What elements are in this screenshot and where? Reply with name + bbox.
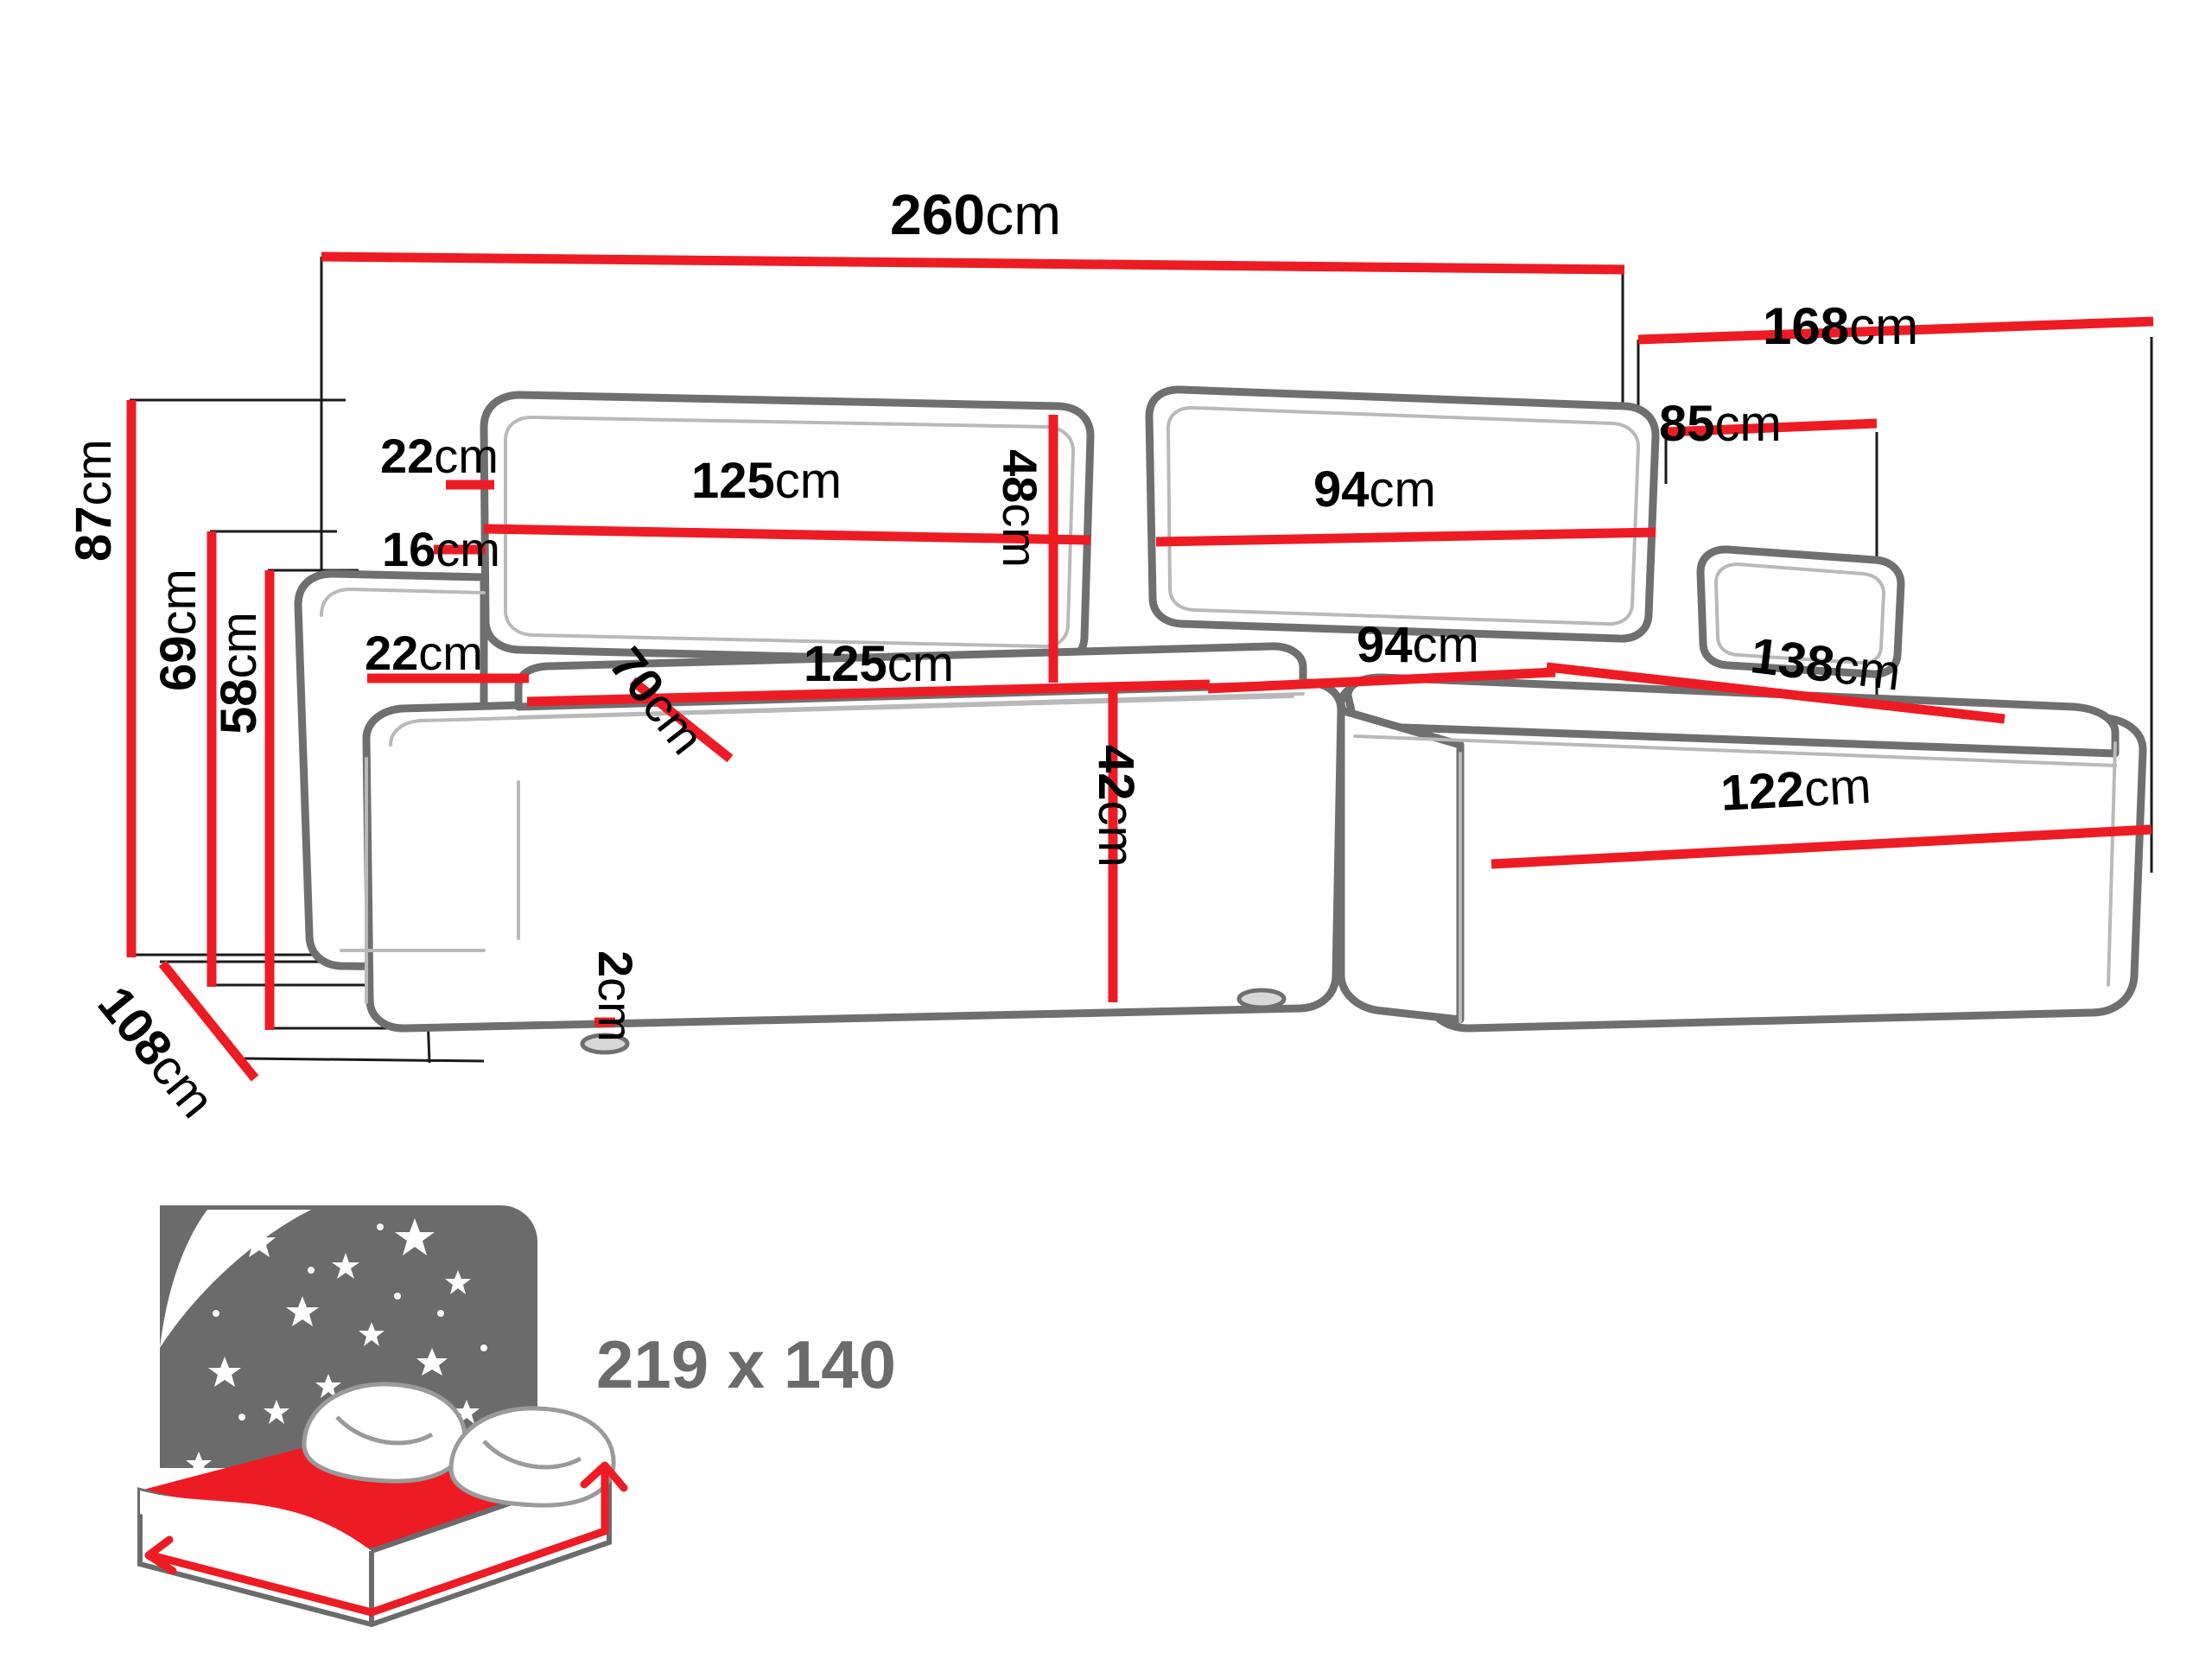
- dimline-125-back: [483, 524, 1091, 545]
- label-total-height: 87cm: [66, 439, 122, 562]
- dimline-138: [1546, 662, 2005, 724]
- label-corner-backrest-width: 94cm: [1313, 461, 1436, 518]
- label-overall-depth: 168cm: [1763, 297, 1919, 355]
- bed-dimension-arrows: [144, 1461, 628, 1617]
- dimline-85: [1665, 418, 1878, 437]
- dimline-108: [158, 960, 259, 1082]
- leg-front-right: [1236, 988, 1287, 1010]
- blanket-fold: [140, 1491, 372, 1573]
- moon-swoosh: [160, 1210, 311, 1348]
- dimline-122: [1491, 824, 2152, 869]
- main-seat-base: [362, 678, 1345, 1033]
- dimline-94-seat: [1207, 667, 1556, 694]
- leg-front-left: [580, 1033, 630, 1055]
- stars-group: [186, 1218, 487, 1493]
- sofa-detail-lines: [320, 405, 2117, 1023]
- label-leg-height: 2cm: [588, 950, 643, 1042]
- label-backrest-gap: 16cm: [382, 522, 500, 576]
- dimline-94-back: [1155, 527, 1656, 547]
- label-overall-width: 260cm: [890, 182, 1062, 246]
- label-corner-seat-width: 94cm: [1357, 617, 1479, 673]
- chaise-backrest-cushion: [1696, 545, 1905, 678]
- dimline-125-seat: [526, 679, 1211, 707]
- label-arm-height: 58cm: [211, 612, 267, 734]
- sofa-legs: [580, 988, 1287, 1055]
- label-seat-height: 42cm: [1088, 745, 1144, 868]
- label-backrest-height: 48cm: [993, 449, 1047, 568]
- label-back-height: 69cm: [150, 569, 207, 691]
- label-backrest-cushion-width: 125cm: [691, 453, 842, 509]
- pillows-group: [302, 1382, 616, 1508]
- sofa-outline-group: [294, 385, 2147, 1033]
- dimline-260: [321, 251, 1625, 275]
- label-seat-cushion-width: 125cm: [804, 636, 955, 692]
- corner-backrest-cushion: [1145, 385, 1660, 643]
- chaise-side-face: [1337, 706, 1465, 1024]
- label-bed-size: 219 x 140: [596, 1326, 897, 1402]
- dimension-lines: [126, 251, 2154, 1082]
- label-chaise-front-width: 122cm: [1719, 757, 1873, 822]
- label-chaise-depth: 85cm: [1659, 396, 1782, 452]
- label-backrest-top-thickness: 22cm: [380, 429, 499, 483]
- dimline-168: [1637, 316, 2154, 345]
- label-armrest-width: 22cm: [365, 626, 483, 680]
- bed-size-icon: [137, 1205, 628, 1628]
